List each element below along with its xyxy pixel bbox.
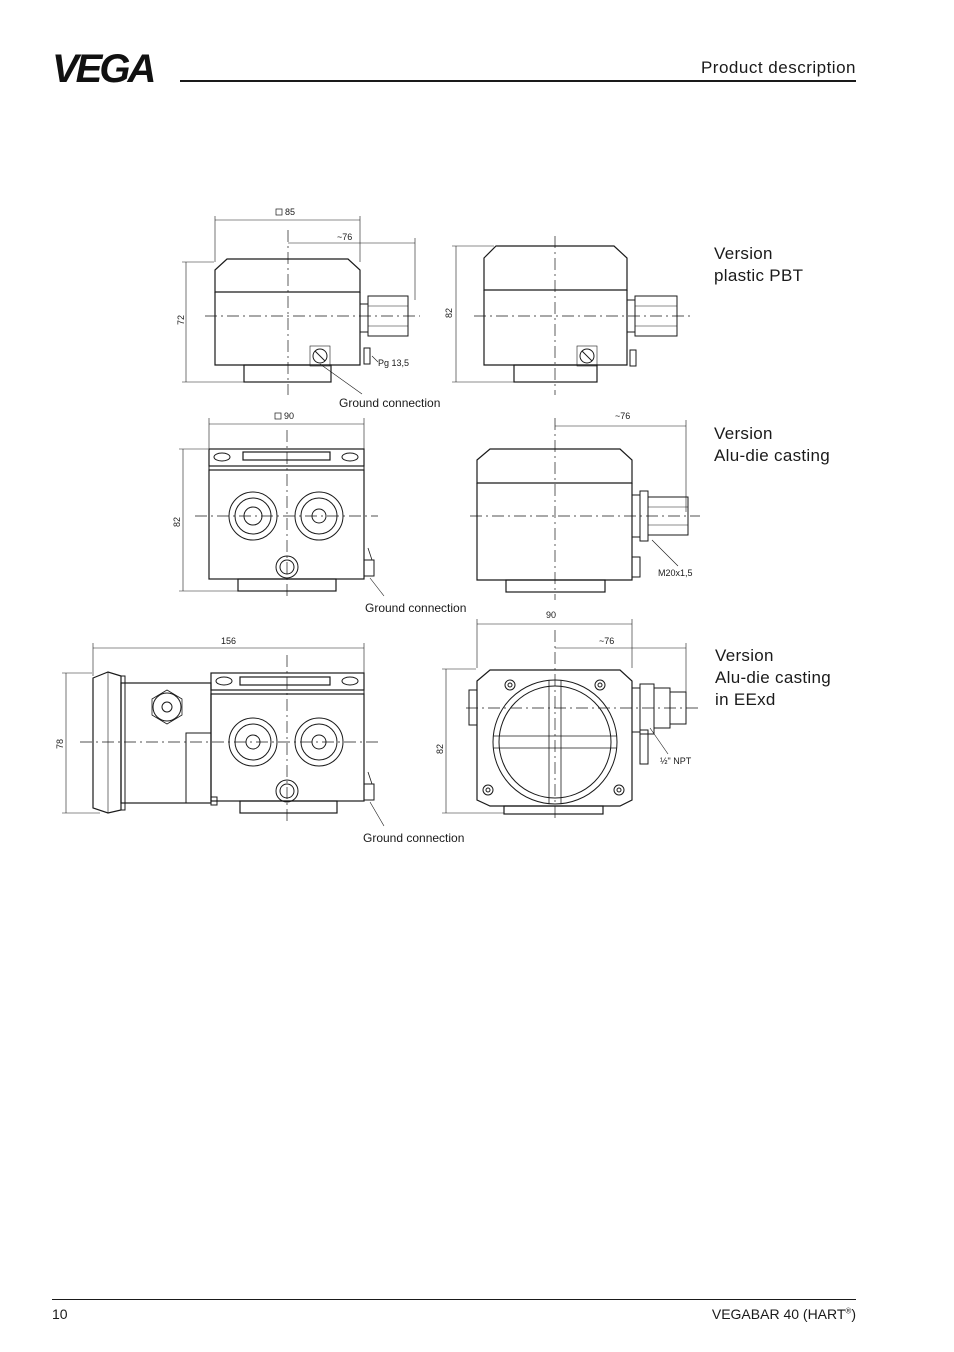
ground-connection-label: Ground connection — [365, 601, 466, 615]
version-line: Alu-die casting — [714, 446, 831, 465]
dim-label: 85 — [285, 207, 295, 217]
drawing-plastic-front: 82 — [444, 236, 690, 395]
dim-label: ~76 — [599, 636, 614, 646]
footer-rule — [52, 1299, 856, 1300]
ground-connection-label: Ground connection — [339, 396, 440, 410]
version-line: Version — [715, 646, 774, 665]
dim-label: 82 — [172, 517, 182, 527]
version-label-alu: Version Alu-die casting — [714, 423, 830, 467]
document-title-text: VEGABAR 40 (HART — [711, 1306, 846, 1322]
dim-label: Pg 13,5 — [378, 358, 409, 368]
document-title-end: ) — [851, 1306, 856, 1322]
dim-label: 156 — [221, 636, 236, 646]
drawing-eexd-front: 156 78 — [55, 636, 385, 827]
dim-label: 72 — [176, 315, 186, 325]
drawing-alu-side: ~76 M20x1,5 — [470, 411, 700, 600]
version-line: Alu-die casting — [715, 668, 832, 687]
section-title: Product description — [700, 58, 856, 77]
logo-text: VEGA — [52, 50, 153, 86]
dim-label: M20x1,5 — [658, 568, 693, 578]
dim-label: ~76 — [615, 411, 630, 421]
page-number: 10 — [52, 1306, 68, 1322]
version-line: in EExd — [715, 690, 776, 709]
document-title: VEGABAR 40 (HART®) — [712, 1306, 856, 1322]
drawing-eexd-side: 90 ~76 82 ½" NPT — [435, 610, 700, 822]
version-label-eexd: Version Alu-die casting in EExd — [715, 645, 831, 711]
dim-label: ½" NPT — [660, 756, 692, 766]
dim-label: 90 — [546, 610, 556, 620]
version-line: plastic PBT — [714, 266, 804, 285]
version-line: Version — [714, 244, 773, 263]
registered-mark: ® — [845, 1306, 852, 1316]
dim-label: ~76 — [337, 232, 352, 242]
drawing-plastic-side: 85 ~76 72 Pg 13,5 — [176, 207, 420, 395]
dim-label: 78 — [55, 739, 65, 749]
dim-label: 82 — [435, 744, 445, 754]
drawing-alu-front: 90 82 — [172, 411, 385, 600]
dim-label: 90 — [284, 411, 294, 421]
ground-connection-label: Ground connection — [363, 831, 464, 845]
dim-label: 82 — [444, 308, 454, 318]
header-rule — [180, 80, 856, 82]
version-label-plastic: Version plastic PBT — [714, 243, 803, 287]
vega-logo: VEGA — [52, 47, 172, 91]
version-line: Version — [714, 424, 773, 443]
